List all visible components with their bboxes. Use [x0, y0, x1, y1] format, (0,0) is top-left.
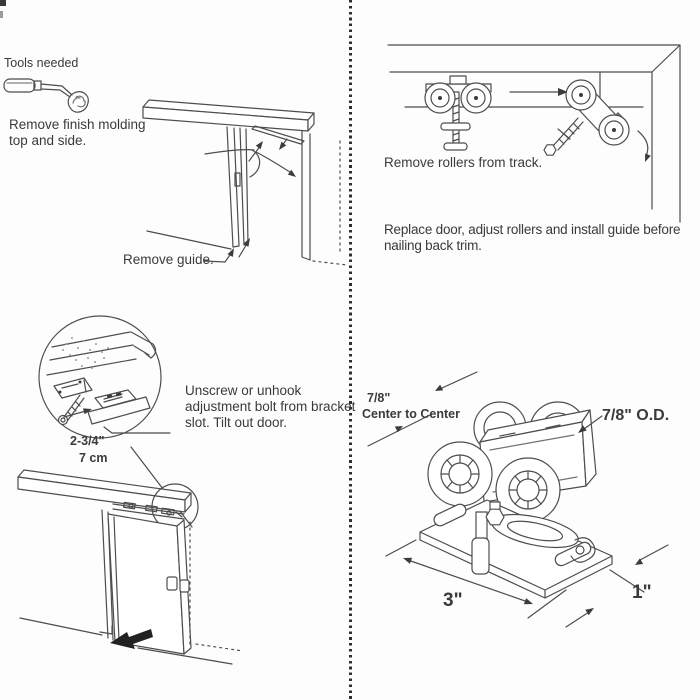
tools-needed-label: Tools needed [4, 56, 79, 70]
molding-arrows [204, 138, 296, 178]
step-remove-molding: Remove finish molding top and side. [9, 117, 146, 149]
magnifier-circle [38, 315, 162, 439]
dim-length-label: 3" [443, 590, 463, 611]
tilted-door [99, 509, 192, 655]
wall-corner [387, 44, 681, 223]
dim-width-label: 1" [632, 582, 652, 603]
floor-lines [19, 521, 244, 665]
section-divider [349, 0, 352, 700]
adjustment-cam [491, 513, 596, 563]
dimension-arrow [63, 408, 92, 418]
step-remove-rollers: Remove rollers from track. [384, 155, 543, 170]
header-beam [142, 99, 315, 132]
roller-assembly-diagram [367, 371, 669, 628]
drop-curved-arrow [637, 130, 651, 162]
dim-od-label: 7/8" O.D. [602, 407, 670, 424]
roller-in-track [424, 75, 492, 151]
dim-7cm-label: 7 cm [79, 451, 108, 465]
door-frame-side [301, 130, 348, 266]
step-unscrew: Unscrew or unhook adjustment bolt from b… [185, 383, 356, 431]
step-remove-guide: Remove guide. [123, 252, 214, 267]
tilt-out-door-illustration [17, 315, 244, 665]
jamb-strips [226, 126, 249, 248]
front-wheels [427, 441, 561, 523]
mounting-plate [419, 499, 613, 599]
header-beam [17, 469, 192, 513]
step-replace-door: Replace door, adjust rollers and install… [384, 222, 681, 254]
leader-lines [103, 426, 193, 528]
dim-center-line2: Center to Center [362, 407, 460, 421]
screwdriver-icon [3, 78, 89, 113]
molding-strip [251, 125, 305, 145]
dim-center-line1: 7/8" [367, 391, 391, 405]
slide-direction-arrow [509, 88, 568, 96]
stipple-texture [62, 337, 109, 369]
dim-2-3-4-label: 2-3/4" [70, 434, 105, 448]
guide-arrows [203, 238, 250, 263]
dimension-arrows [367, 371, 669, 628]
roller-removed [543, 79, 630, 156]
remove-rollers-illustration [387, 44, 681, 223]
bracket-detail [53, 377, 151, 426]
scan-artifact [0, 0, 6, 6]
remove-molding-illustration [3, 78, 348, 266]
tilt-direction-arrow [110, 629, 153, 649]
lock-pin [471, 511, 490, 575]
floor-line [146, 230, 232, 250]
scan-artifact [0, 11, 3, 18]
hex-nut [485, 501, 505, 526]
